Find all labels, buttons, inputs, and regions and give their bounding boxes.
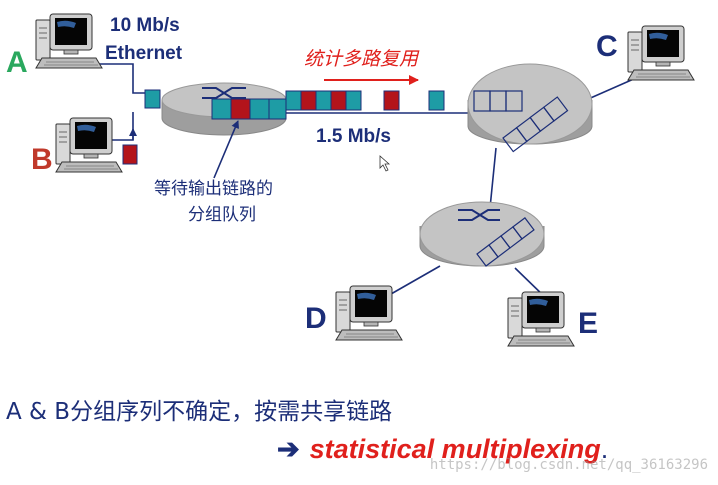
host-e-computer-icon [507,291,575,347]
right-arrow-icon: ➔ [277,434,300,464]
router-center [467,63,593,145]
caption-period: . [600,434,609,464]
queue-center-diagonal [502,96,569,153]
router-crossed-arrows-icon [458,209,500,221]
backbone-packets [285,90,445,111]
queue-label-line2: 分组队列 [188,205,256,225]
queue-pointer-arrow [213,120,239,179]
queue-center-horizontal [473,90,523,112]
watermark: https://blog.csdn.net/qq_36163296 [429,457,708,473]
caption-sub: ➔ statistical multiplexing. [277,434,608,465]
router-bottom [419,201,545,267]
backbone-rate-label: 1.5 Mb/s [316,126,391,147]
stat-mux-cn-label: 统计多路复用 [304,48,420,70]
output-queue [211,98,287,120]
router-crossed-arrows-icon [202,87,246,99]
queue-bottom-diagonal [476,217,535,267]
mouse-cursor-icon [379,155,391,172]
packet-from-b [122,144,138,165]
host-e-label: E [578,307,598,340]
packet-from-a [144,89,161,109]
host-b-label: B [31,143,53,176]
host-d-computer-icon [335,285,403,341]
links [70,63,637,301]
host-d-label: D [305,302,327,335]
host-a-computer-icon [35,13,103,69]
statistical-multiplexing-term: statistical multiplexing [309,434,601,464]
host-a-label: A [6,46,28,79]
ethernet-rate-label: 10 Mb/s [110,15,180,36]
host-c-computer-icon [627,25,695,81]
host-c-label: C [596,30,618,63]
host-b-computer-icon [55,117,123,173]
queue-label-line1: 等待输出链路的 [154,179,273,199]
ethernet-name-label: Ethernet [105,43,183,64]
caption-main: A & B分组序列不确定，按需共享链路 [6,399,393,425]
